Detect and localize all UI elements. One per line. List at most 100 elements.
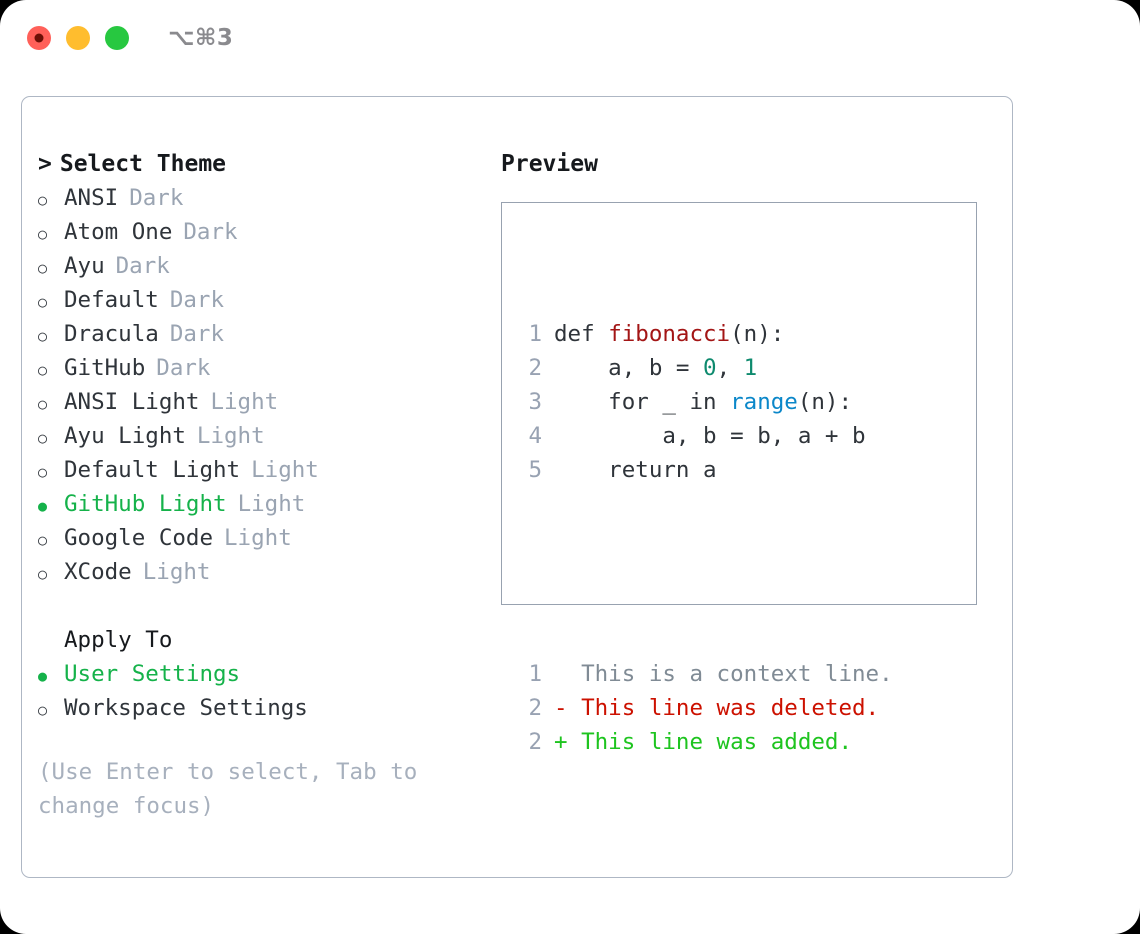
radio-selected-icon: ●: [38, 497, 48, 515]
page-title: > Select Theme: [38, 147, 488, 181]
theme-option-category: Light: [210, 389, 279, 415]
code-text: return a: [554, 453, 717, 487]
line-number: 5: [528, 457, 542, 483]
code-token-plain: ,: [716, 355, 744, 381]
diff-line-context: 1 This is a context line.: [518, 657, 893, 691]
page-title-text: Select Theme: [59, 151, 227, 177]
keyboard-hint: (Use Enter to select, Tab to change focu…: [38, 759, 418, 819]
theme-option-github-light[interactable]: ● GitHub Light Light: [38, 487, 488, 521]
spacer: [518, 555, 893, 589]
diff-lines: 1 This is a context line.2- This line wa…: [518, 657, 893, 759]
code-token-plain: a, b =: [554, 355, 704, 381]
radio-unselected-icon: ○: [38, 361, 48, 379]
apply-to-option-workspace-settings[interactable]: ○ Workspace Settings: [38, 691, 488, 725]
radio-unselected-icon: ○: [38, 565, 48, 583]
radio-unselected-icon: ○: [38, 531, 48, 549]
radio-unselected-icon: ○: [38, 463, 48, 481]
code-token-num: 0: [703, 355, 717, 381]
radio-unselected-icon: ○: [38, 259, 48, 277]
code-token-plain: (n):: [730, 321, 785, 347]
code-token-call: range: [730, 389, 798, 415]
diff-line-deleted: 2- This line was deleted.: [518, 691, 893, 725]
keyboard-shortcut-label: ⌥⌘3: [168, 25, 234, 51]
radio-unselected-icon: ○: [38, 429, 48, 447]
radio-unselected-icon: ○: [38, 395, 48, 413]
theme-option-github[interactable]: ○ GitHub Dark: [38, 351, 488, 385]
apply-to-list: ●User Settings ○ Workspace Settings: [38, 657, 488, 725]
theme-option-label: GitHub: [64, 355, 146, 381]
recording-indicator-icon: [34, 33, 44, 43]
theme-option-category: Dark: [156, 355, 211, 381]
code-text: a, b = 0, 1: [554, 351, 757, 385]
line-number: 2: [528, 695, 542, 721]
code-line: 2 a, b = 0, 1: [518, 351, 893, 385]
apply-to-option-label: User Settings: [64, 661, 241, 687]
radio-unselected-icon: ○: [38, 293, 48, 311]
diff-sign: -: [554, 695, 568, 721]
theme-option-label: Ayu Light: [64, 423, 186, 449]
minimize-dot[interactable]: [66, 26, 90, 50]
line-number: 1: [528, 661, 542, 687]
theme-option-google-code[interactable]: ○ Google Code Light: [38, 521, 488, 555]
theme-option-label: Google Code: [64, 525, 214, 551]
code-token-fn: fibonacci: [608, 321, 731, 347]
code-token-plain: for _ in: [554, 389, 731, 415]
apply-to-option-label: Workspace Settings: [64, 695, 308, 721]
theme-option-label: Dracula: [64, 321, 159, 347]
theme-option-label: Default: [64, 287, 159, 313]
diff-text: This line was deleted.: [567, 695, 880, 721]
theme-option-category: Light: [142, 559, 211, 585]
code-token-plain: return a: [554, 457, 717, 483]
line-number: 2: [528, 729, 542, 755]
theme-option-category: Light: [196, 423, 265, 449]
theme-option-ansi-light[interactable]: ○ ANSI Light Light: [38, 385, 488, 419]
code-line: 4 a, b = b, a + b: [518, 419, 893, 453]
theme-option-label: Default Light: [64, 457, 241, 483]
code-token-plain: a, b = b, a + b: [554, 423, 866, 449]
window-controls: [27, 26, 129, 50]
theme-option-xcode[interactable]: ○ XCode Light: [38, 555, 488, 589]
theme-option-category: Dark: [183, 219, 238, 245]
theme-option-label: ANSI Light: [64, 389, 200, 415]
theme-option-category: Dark: [129, 185, 184, 211]
close-dot[interactable]: [27, 26, 51, 50]
radio-unselected-icon: ○: [38, 701, 48, 719]
radio-unselected-icon: ○: [38, 327, 48, 345]
preview-title: Preview: [501, 151, 598, 177]
code-line: 3 for _ in range(n):: [518, 385, 893, 419]
theme-option-category: Light: [224, 525, 292, 551]
theme-option-label: GitHub Light: [64, 491, 227, 517]
caret-icon: >: [38, 151, 52, 177]
theme-option-category: Dark: [169, 321, 225, 347]
maximize-dot[interactable]: [105, 26, 129, 50]
theme-option-category: Light: [237, 491, 306, 517]
code-line: 5 return a: [518, 453, 893, 487]
code-text: for _ in range(n):: [554, 385, 852, 419]
theme-option-ayu-light[interactable]: ○ Ayu Light Light: [38, 419, 488, 453]
line-number: 4: [528, 423, 542, 449]
diff-sign: +: [554, 729, 568, 755]
diff-line-added: 2 + This line was added.: [518, 725, 893, 759]
code-text: a, b = b, a + b: [554, 419, 866, 453]
spacer: [38, 589, 488, 623]
theme-option-label: XCode: [64, 559, 132, 585]
diff-text: This is a context line.: [567, 661, 893, 687]
theme-option-label: Atom One: [64, 219, 173, 245]
diff-text: This line was added.: [567, 729, 853, 755]
apply-to-option-user-settings[interactable]: ●User Settings: [38, 657, 488, 691]
radio-unselected-icon: ○: [38, 191, 48, 209]
theme-option-dracula[interactable]: ○ Dracula Dark: [38, 317, 488, 351]
